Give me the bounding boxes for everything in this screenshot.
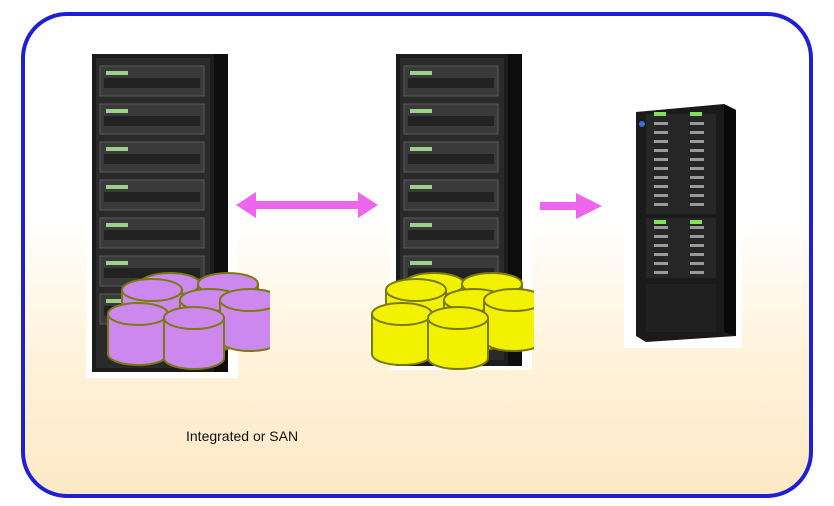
secondary-disk-cluster-icon [371,272,534,370]
caption-integrated-or-san: Integrated or SAN [186,428,299,444]
primary-disk-cluster-icon [107,272,270,370]
tape-library-icon [624,100,742,348]
forward-arrow [540,193,602,219]
bidirectional-arrow [236,192,378,218]
